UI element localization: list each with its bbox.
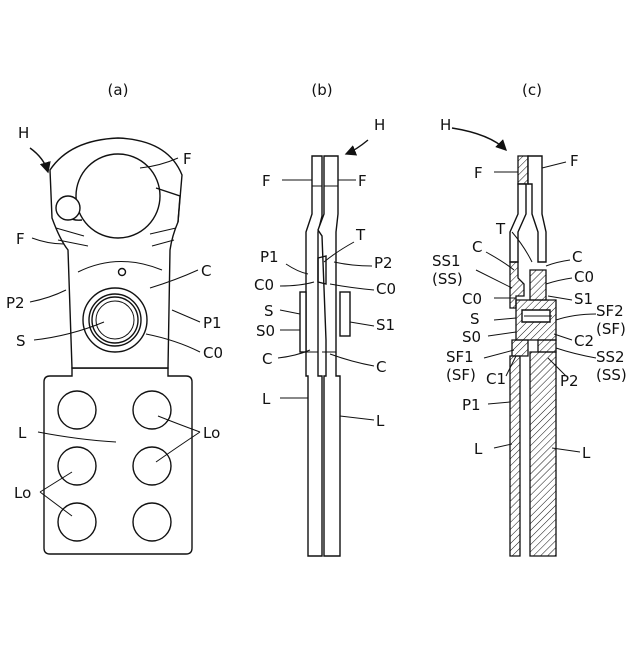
label-C: C (472, 238, 482, 256)
right-plate-top (528, 156, 546, 262)
label-C: C (572, 248, 582, 266)
label-L: L (18, 424, 27, 442)
label-T: T (495, 220, 506, 238)
label-C0: C0 (574, 268, 594, 286)
label-S: S (16, 332, 26, 350)
label-H: H (374, 116, 385, 134)
left-plate-bottom-section (510, 356, 520, 556)
leader-C (546, 260, 570, 266)
rivet-head-right (340, 292, 350, 336)
label-F: F (570, 152, 579, 170)
label-F: F (183, 150, 192, 168)
rivet-head-left (300, 292, 306, 352)
label-SS2-alt: (SS) (596, 366, 627, 384)
label-F: F (474, 164, 483, 182)
label-S: S (470, 310, 480, 328)
caption-a: (a) (108, 81, 129, 99)
label-P2: P2 (6, 294, 25, 312)
leader-P2 (30, 290, 66, 302)
label-L: L (376, 412, 385, 430)
label-L: L (474, 440, 483, 458)
label-C0: C0 (462, 290, 482, 308)
panel-b: (b) H F F T P1 P2 C0 (254, 81, 396, 556)
leader-F (542, 162, 566, 168)
label-T: T (355, 226, 366, 244)
leader-P2 (334, 262, 372, 266)
left-plate-top (510, 184, 526, 262)
label-S0: S0 (256, 322, 275, 340)
leader-S1 (350, 322, 374, 326)
label-C: C (201, 262, 211, 280)
leader-F2 (32, 238, 64, 244)
label-F: F (16, 230, 25, 248)
label-S: S (264, 302, 274, 320)
leader-P1 (286, 264, 308, 274)
leader-H (452, 128, 506, 150)
leader-P1 (172, 310, 200, 322)
panel-c: (c) (432, 81, 627, 556)
label-F: F (262, 172, 271, 190)
leader-P1 (488, 402, 510, 404)
label-SF1: SF1 (446, 348, 474, 366)
label-SS1-alt: (SS) (432, 270, 463, 288)
label-P1: P1 (260, 248, 279, 266)
label-P2: P2 (560, 372, 579, 390)
right-plate-bottom-section (530, 352, 556, 556)
leader-C2 (554, 334, 572, 340)
label-L: L (582, 444, 591, 462)
label-P1: P1 (203, 314, 222, 332)
label-C: C (376, 358, 386, 376)
leader-SS1 (476, 270, 512, 288)
label-S0: S0 (462, 328, 481, 346)
leader-SF2 (556, 314, 596, 320)
caption-c: (c) (522, 81, 542, 99)
label-SS1: SS1 (432, 252, 461, 270)
leader-L (494, 444, 512, 448)
leader-L (340, 416, 374, 420)
rivet-part-SS2 (538, 340, 556, 352)
leader-S0 (488, 332, 516, 336)
left-plate-side (306, 156, 322, 556)
label-C0: C0 (203, 344, 223, 362)
panel-a: (a) (6, 81, 223, 554)
label-H: H (440, 116, 451, 134)
label-Lo: Lo (203, 424, 220, 442)
hook-tip (56, 196, 80, 220)
label-P1: P1 (462, 396, 481, 414)
label-SF1-alt: (SF) (446, 366, 476, 384)
rivet-part-S1 (530, 270, 546, 300)
label-C2: C2 (574, 332, 594, 350)
label-C: C (262, 350, 272, 368)
label-SF2-alt: (SF) (596, 320, 626, 338)
leader-S (280, 310, 300, 314)
label-S1: S1 (574, 290, 593, 308)
label-C0: C0 (376, 280, 396, 298)
label-H: H (18, 124, 29, 142)
leader-C0 (546, 278, 572, 284)
left-plate-top-section (518, 156, 528, 184)
label-SF2: SF2 (596, 302, 624, 320)
leader-H (346, 140, 368, 154)
label-P2: P2 (374, 254, 393, 272)
label-F: F (358, 172, 367, 190)
leader-H (30, 148, 48, 172)
label-SS2: SS2 (596, 348, 625, 366)
label-C0: C0 (254, 276, 274, 294)
leader-S (494, 318, 516, 320)
rivet-part-SF1 (512, 340, 528, 356)
label-Lo: Lo (14, 484, 31, 502)
label-S1: S1 (376, 316, 395, 334)
caption-b: (b) (311, 81, 332, 99)
label-C1: C1 (486, 370, 506, 388)
label-L: L (262, 390, 271, 408)
